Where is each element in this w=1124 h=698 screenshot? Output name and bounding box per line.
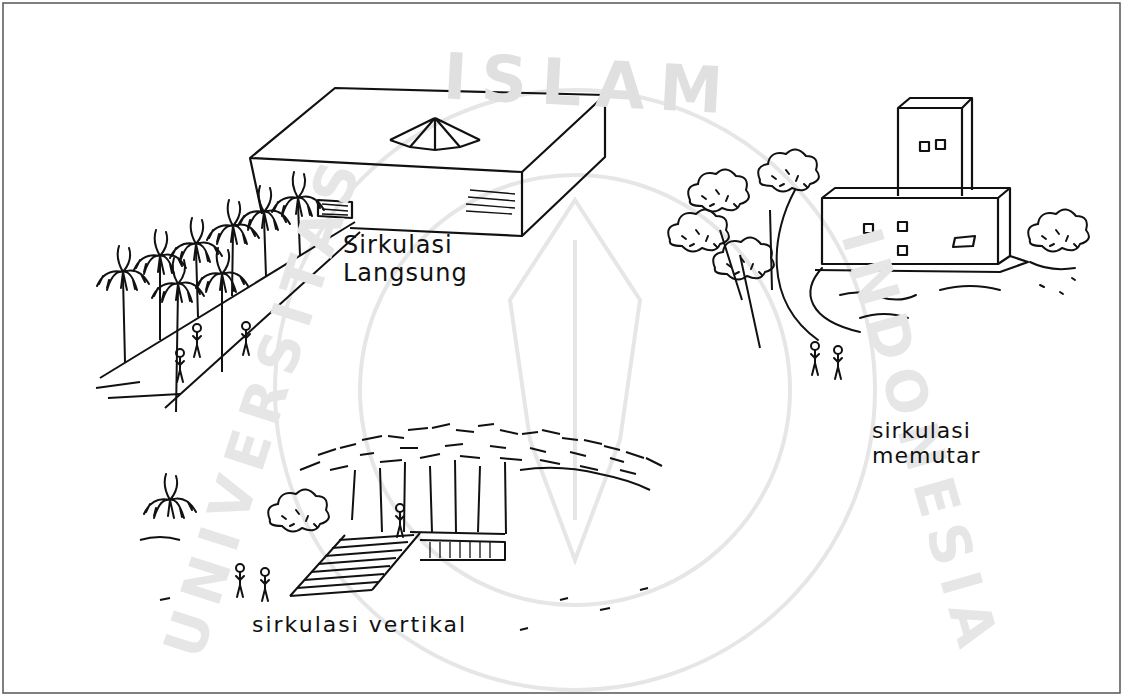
watermark-logo — [275, 90, 875, 690]
circulation-label: sirkulasi memutar — [872, 418, 1012, 469]
circulation-label: sirkulasi vertikal — [252, 612, 552, 637]
watermark-text: UNIVERSITAS — [152, 199, 358, 666]
circulation-label: Sirkulasi Langsung — [343, 232, 478, 287]
trees-turning — [720, 210, 772, 348]
watermark-text: ISLAM — [428, 40, 751, 130]
stairs — [290, 532, 505, 596]
canopy-trees — [300, 424, 662, 534]
frame — [3, 3, 1120, 693]
hill-and-path — [777, 190, 1075, 340]
